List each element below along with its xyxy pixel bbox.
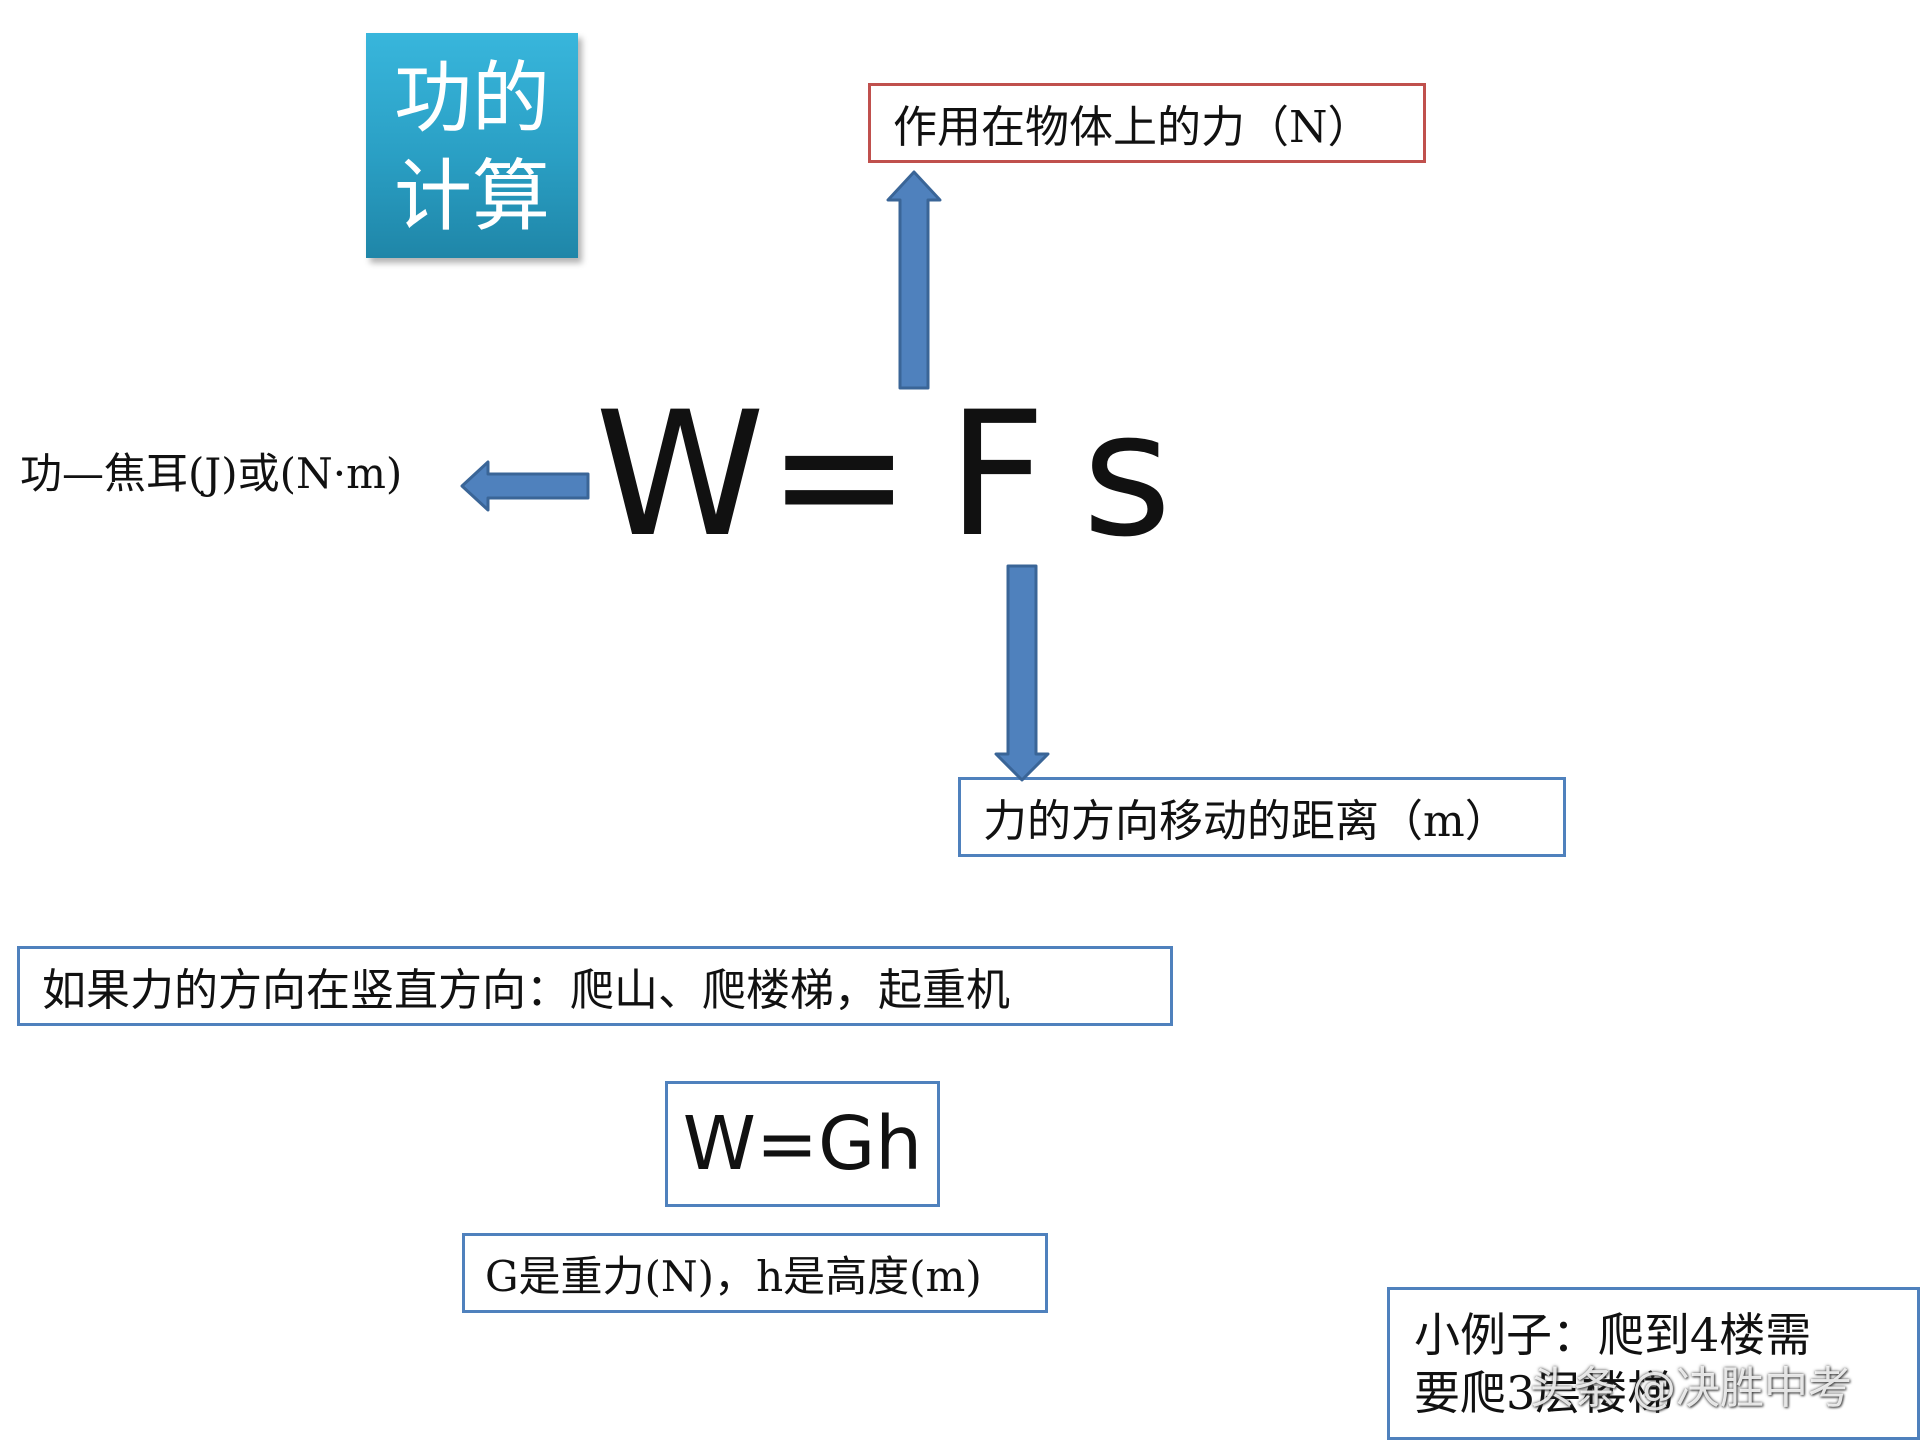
gravity-desc: G是重力(N)，h是高度(m) [485, 1251, 982, 1301]
arrow-left-to-work [460, 460, 590, 512]
example-line-1: 小例子：爬到4楼需 [1414, 1307, 1812, 1362]
title-tile: 功的 计算 [366, 33, 578, 258]
vertical-case-label: 如果力的方向在竖直方向：爬山、爬楼梯，起重机 [42, 965, 1010, 1016]
distance-label: 力的方向移动的距离（m） [983, 796, 1509, 847]
arrow-down-to-distance [994, 564, 1050, 782]
gravity-desc-box: G是重力(N)，h是高度(m) [462, 1233, 1048, 1313]
arrow-up-to-force [886, 170, 942, 390]
example-box: 小例子：爬到4楼需 要爬3层楼梯 [1387, 1287, 1920, 1440]
title-line-1: 功的 [393, 53, 550, 144]
formula-eq: = [767, 374, 914, 575]
title-line-2: 计算 [393, 151, 550, 242]
work-unit-label: 功—焦耳(J)或(N·m) [20, 449, 403, 498]
formula-f: F [947, 374, 1049, 575]
watermark: 头条 @决胜中考 [1530, 1363, 1852, 1414]
gravity-formula-box: W=Gh [665, 1081, 940, 1207]
distance-label-box: 力的方向移动的距离（m） [958, 777, 1566, 857]
formula-w: W [595, 374, 768, 575]
force-label: 作用在物体上的力（N） [893, 102, 1372, 153]
example-line-2: 要爬3层楼梯 [1414, 1365, 1674, 1420]
force-label-box: 作用在物体上的力（N） [868, 83, 1426, 163]
gravity-formula: W=Gh [682, 1101, 923, 1187]
formula-s: s [1082, 374, 1174, 575]
vertical-case-box: 如果力的方向在竖直方向：爬山、爬楼梯，起重机 [17, 946, 1173, 1026]
